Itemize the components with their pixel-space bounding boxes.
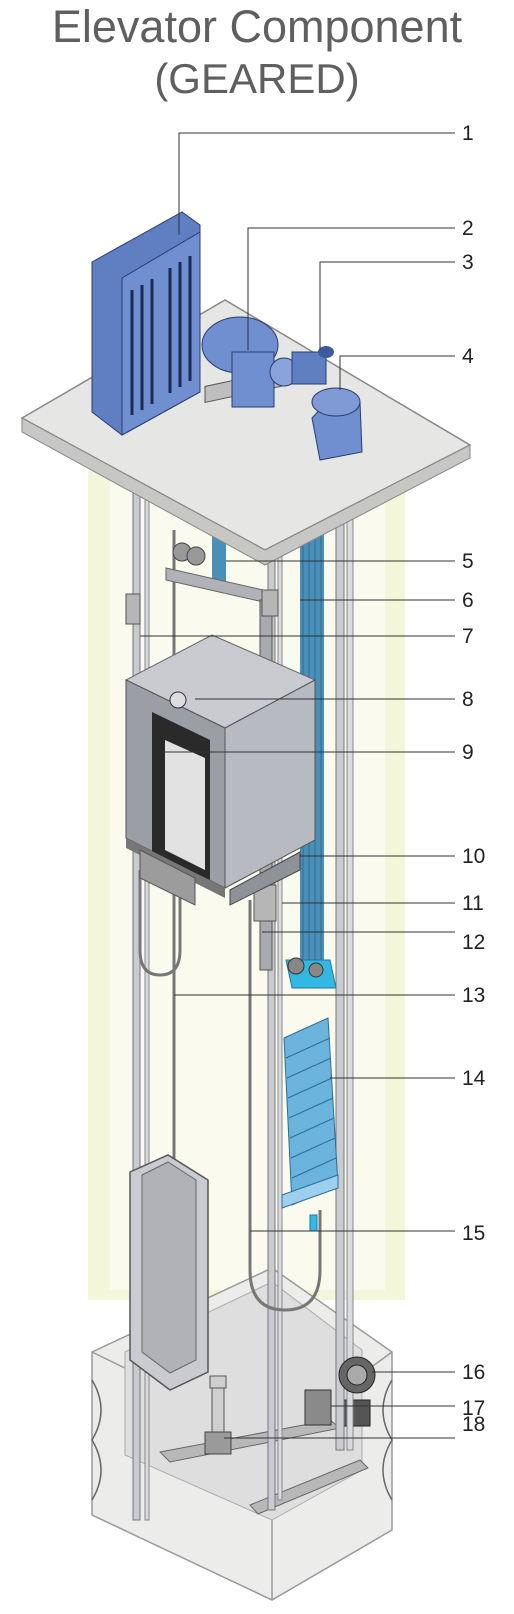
guide-rail-right-2 <box>346 469 354 1451</box>
callout-16: 16 <box>462 1361 485 1384</box>
callout-3: 3 <box>462 251 474 274</box>
callout-2: 2 <box>462 217 474 240</box>
callout-12: 12 <box>462 931 485 954</box>
callout-4: 4 <box>462 345 474 368</box>
callout-10: 10 <box>462 845 485 868</box>
callout-6: 6 <box>462 589 474 612</box>
diagram-subtitle: (GEARED) <box>154 55 360 102</box>
compensating-sheave <box>338 1356 376 1394</box>
geared-machine <box>201 316 334 408</box>
callout-9: 9 <box>462 741 474 764</box>
callout-18: 18 <box>462 1413 485 1436</box>
guide-rail-mid-2 <box>277 499 283 1501</box>
leader-lines <box>140 132 455 1439</box>
callout-11: 11 <box>462 892 484 915</box>
diagram-title: Elevator Component <box>51 1 463 52</box>
callout-8: 8 <box>462 688 474 711</box>
elevator-car <box>124 634 317 906</box>
compensating-cable <box>248 900 322 1312</box>
callout-15: 15 <box>462 1222 485 1245</box>
travelling-cable <box>138 870 182 977</box>
callout-13: 13 <box>462 984 485 1007</box>
callout-1: 1 <box>462 122 474 145</box>
callout-5: 5 <box>462 550 474 573</box>
counterweight <box>281 957 339 1232</box>
overspeed-governor <box>311 387 363 461</box>
callout-7: 7 <box>462 625 474 648</box>
callout-14: 14 <box>462 1067 486 1090</box>
controller-cabinet <box>91 211 201 436</box>
callout-17: 17 <box>462 1397 485 1420</box>
guide-rail-right <box>335 469 345 1451</box>
landing-door-frame <box>129 1154 209 1391</box>
